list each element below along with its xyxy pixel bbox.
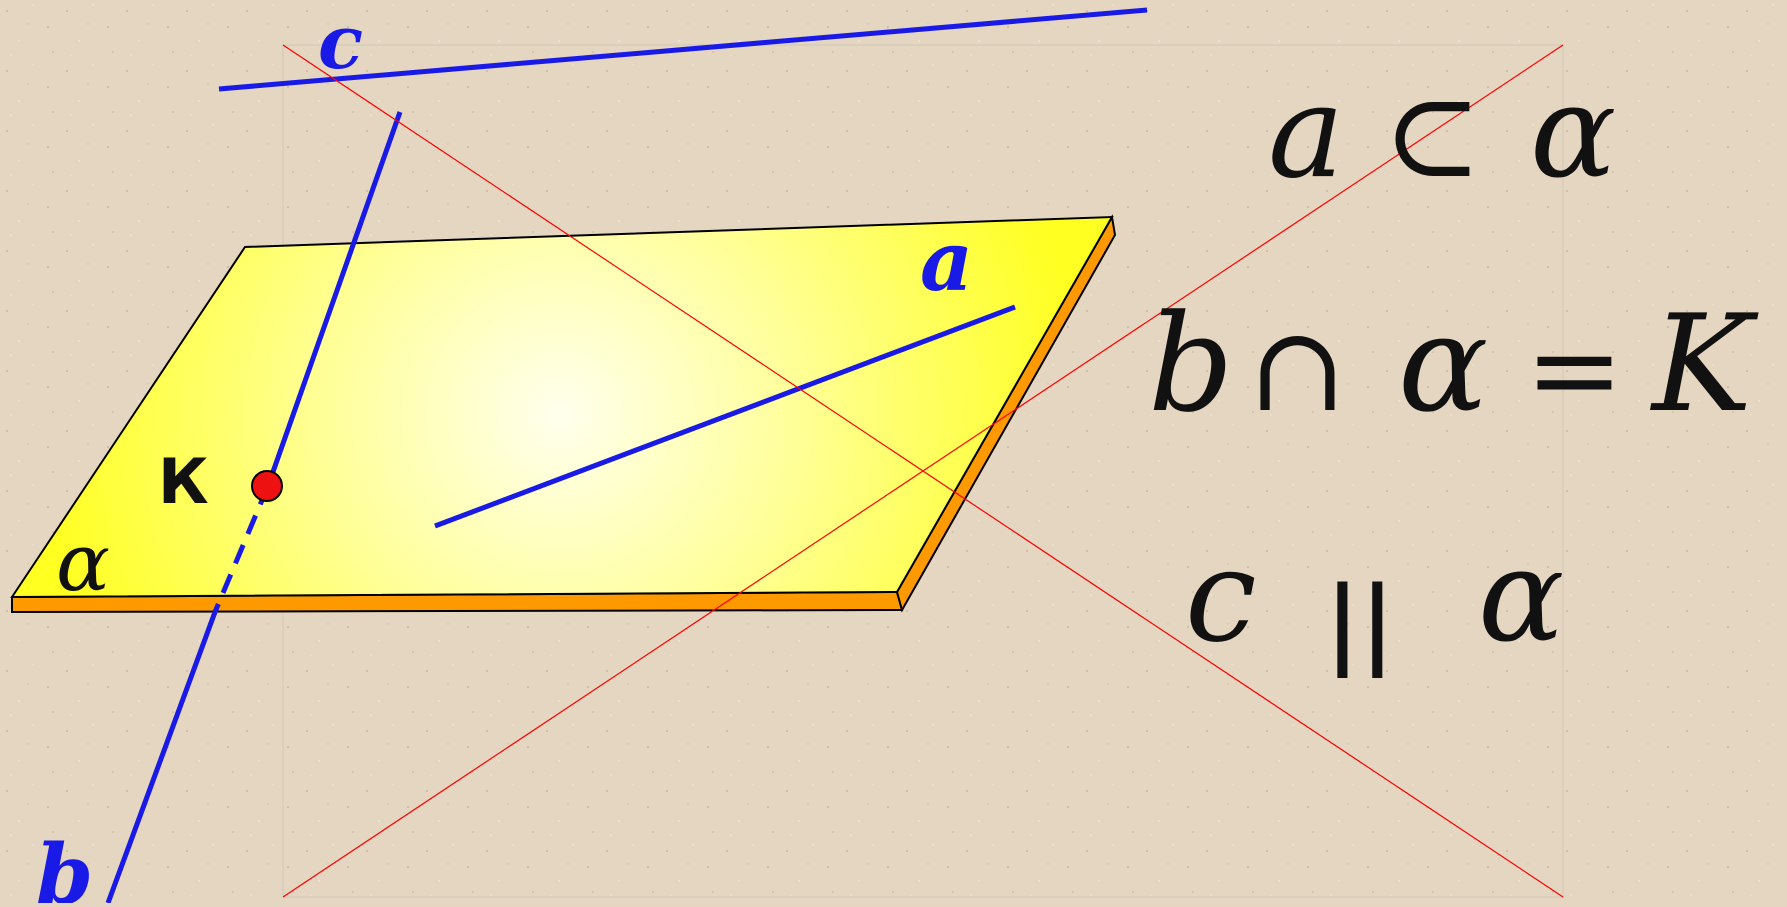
formula-1-left: a xyxy=(1268,58,1344,207)
formula-intersection: b ∩ α = K xyxy=(1148,286,1759,442)
formula-2-left: b xyxy=(1148,286,1234,442)
line-b-upper xyxy=(265,111,403,487)
formula-2-mid: α xyxy=(1398,286,1489,442)
formula-1-op: ⊂ xyxy=(1383,66,1482,204)
formula-3-right: α xyxy=(1478,522,1564,671)
formula-2-eq: = xyxy=(1525,300,1624,438)
line-c xyxy=(218,7,1148,92)
label-b: b xyxy=(36,827,93,903)
label-k: К xyxy=(158,445,209,518)
point-k xyxy=(251,470,283,502)
line-b-lower xyxy=(105,611,218,904)
plane-alpha xyxy=(10,215,1114,599)
label-alpha: α xyxy=(56,516,110,609)
formula-1-right: α xyxy=(1530,58,1616,207)
formula-parallel: c || α xyxy=(1185,522,1564,678)
line-a xyxy=(434,304,1016,529)
formula-3-left: c xyxy=(1185,522,1257,671)
diagonal-2 xyxy=(282,44,1564,898)
label-a: a xyxy=(920,214,973,310)
formula-2-op: ∩ xyxy=(1248,300,1347,438)
label-c: c xyxy=(318,0,363,86)
formula-subset: a ⊂ α xyxy=(1268,58,1616,207)
formula-3-op: || xyxy=(1325,565,1395,678)
formula-2-right: K xyxy=(1649,286,1759,442)
line-b-hidden xyxy=(212,485,271,613)
